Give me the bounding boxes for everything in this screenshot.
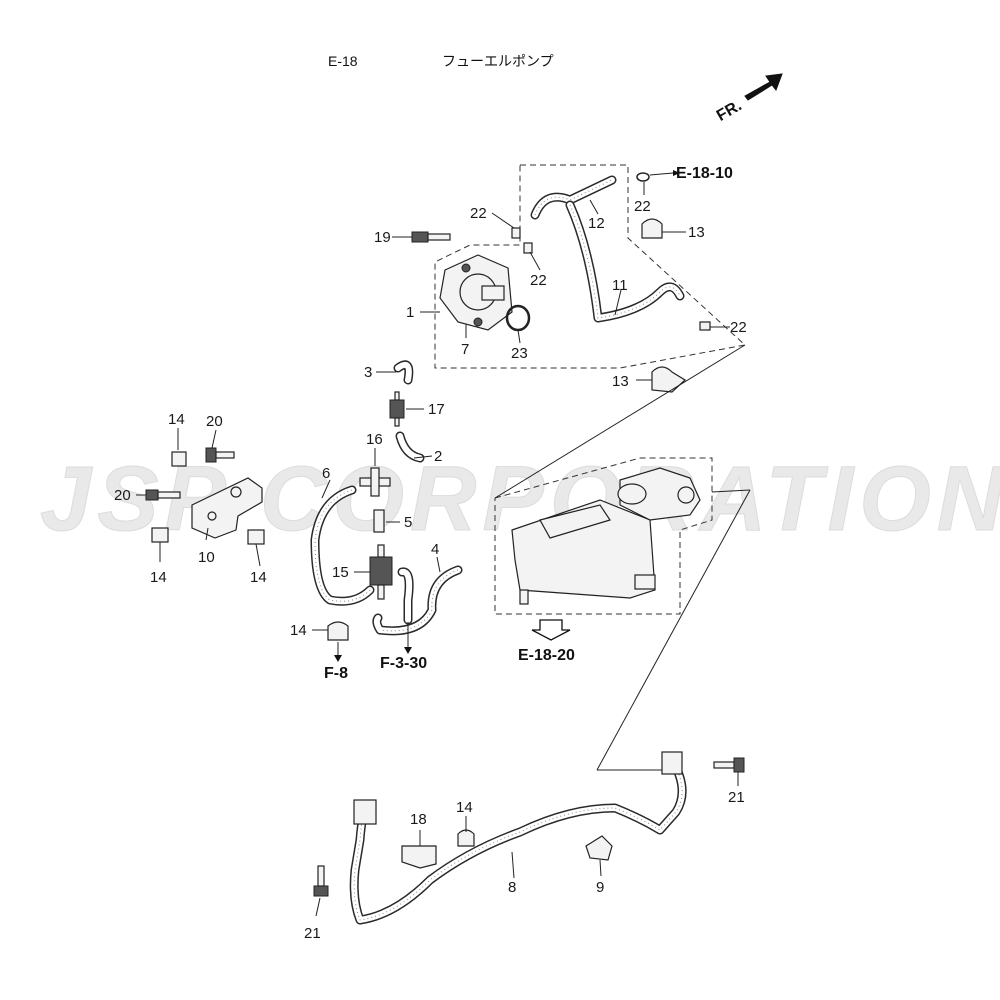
short-hose-5: [373, 509, 385, 533]
section-code: E-18: [328, 53, 358, 69]
pump-bolt-hole: [473, 317, 483, 327]
hose-fitting-left: [353, 799, 377, 825]
callout-10: 10: [198, 549, 215, 566]
callout-21b: 21: [304, 925, 321, 942]
ref-down-arrow-icon: [531, 619, 571, 641]
clip-22: [699, 321, 711, 331]
o-ring-part: [505, 304, 531, 332]
callout-14b: 14: [168, 411, 185, 428]
clip-22: [636, 172, 650, 182]
callout-8: 8: [508, 879, 516, 896]
callout-14a: 14: [290, 622, 307, 639]
callout-12: 12: [588, 215, 605, 232]
fuel-filter-17: [389, 391, 405, 427]
bolt-head: [411, 231, 429, 243]
callout-5: 5: [404, 514, 412, 531]
bracket-10: [191, 477, 263, 539]
clip-22: [511, 227, 521, 239]
section-title: フューエルポンプ: [442, 53, 554, 69]
fuel-hose-8: [349, 755, 687, 925]
callout-16: 16: [366, 431, 383, 448]
front-direction-indicator: FR.: [714, 73, 783, 125]
bolt-21-left: [313, 865, 329, 897]
callout-14c: 14: [150, 569, 167, 586]
connection-line: [596, 489, 751, 771]
callout-15: 15: [332, 564, 349, 581]
fuel-filter-15: [369, 544, 393, 600]
callout-11: 11: [612, 277, 628, 294]
clamp-14-left: [151, 527, 169, 543]
clamp-14-top: [171, 451, 187, 467]
callout-22c: 22: [634, 198, 651, 215]
clip-14: [457, 829, 475, 847]
clip-9: [585, 835, 613, 861]
callout-14e: 14: [456, 799, 473, 816]
callout-6: 6: [322, 465, 330, 482]
callout-22b: 22: [530, 272, 547, 289]
bolt-20-left: [145, 489, 159, 501]
callout-18: 18: [410, 811, 427, 828]
bolt-20-top: [205, 447, 217, 463]
clamp-13: [641, 218, 663, 239]
callout-19: 19: [374, 229, 391, 246]
clamp-13: [651, 366, 686, 393]
hose-fitting-right: [661, 751, 683, 775]
vapor-separator-dashed-outline: [494, 457, 713, 615]
callout-3: 3: [364, 364, 372, 381]
front-arrow-icon: [744, 73, 783, 101]
upper-leader-lines: [392, 170, 730, 381]
bolt-21-right: [713, 757, 745, 773]
vapor-separator-lid: [539, 504, 611, 539]
callout-21a: 21: [728, 789, 745, 806]
callout-23: 23: [511, 345, 528, 362]
callout-22a: 22: [470, 205, 487, 222]
ref-e18-10: E-18-10: [676, 165, 733, 182]
vapor-separator-group: [494, 457, 713, 615]
callout-13a: 13: [688, 224, 705, 241]
callout-13b: 13: [612, 373, 629, 390]
clamp-14: [327, 621, 349, 641]
pump-assembly-group: [411, 164, 747, 393]
callout-7: 7: [461, 341, 469, 358]
bracket-group-10: [145, 447, 265, 545]
ref-f8: F-8: [324, 665, 348, 682]
callout-1: 1: [406, 304, 414, 321]
ref-f3-30: F-3-30: [380, 655, 427, 672]
bolt-shank: [427, 233, 451, 241]
pump-group-dashed-outline: [434, 164, 747, 369]
fuel-pump-unit: [619, 467, 701, 521]
t-joint-16: [359, 467, 391, 497]
front-label: FR.: [714, 97, 745, 125]
bolt-19: [411, 231, 451, 243]
pump-bolt-hole: [461, 263, 471, 273]
callout-4: 4: [431, 541, 439, 558]
connection-line: [711, 489, 751, 493]
watermark-text: JSP CORPORATION: [40, 448, 1000, 550]
callout-17: 17: [428, 401, 445, 418]
callout-14d: 14: [250, 569, 267, 586]
clamp-18: [401, 845, 437, 869]
clamp-14-right: [247, 529, 265, 545]
fuel-pump-plunger: [481, 285, 505, 301]
connection-line: [494, 344, 746, 499]
callout-20b: 20: [114, 487, 131, 504]
callout-22d: 22: [730, 319, 747, 336]
clip-22: [523, 242, 533, 254]
callout-20a: 20: [206, 413, 223, 430]
callout-9: 9: [596, 879, 604, 896]
ref-e18-20: E-18-20: [518, 647, 575, 664]
callout-2: 2: [434, 448, 442, 465]
